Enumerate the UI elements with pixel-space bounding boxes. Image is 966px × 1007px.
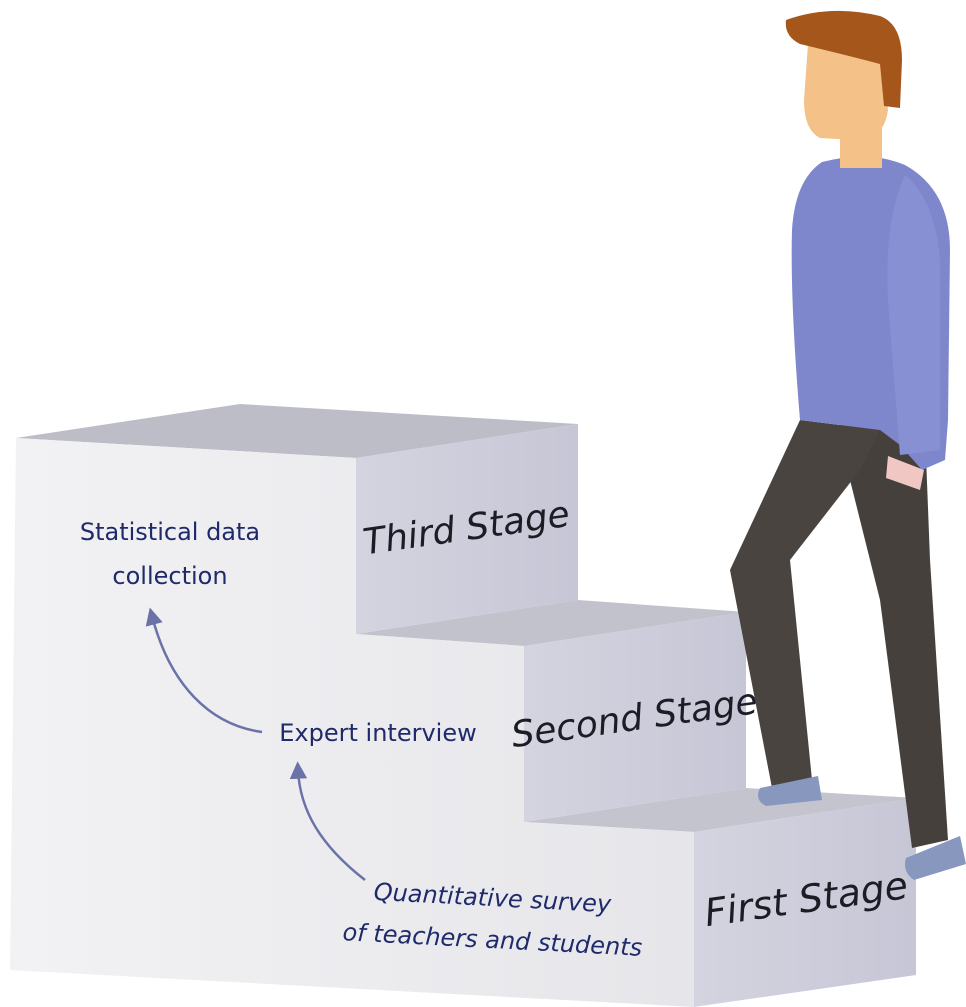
arm [887,175,940,455]
statistical-data-line1: Statistical data [80,518,260,546]
walking-person [730,10,966,880]
arrow-interview-to-stats [145,607,263,734]
staircase [10,404,916,1007]
back-shoe [905,836,966,880]
first-step-riser [694,798,916,1007]
statistical-data-line2: collection [112,562,227,590]
arrow-survey-to-interview [289,761,366,881]
front-shoe [758,776,822,806]
back-leg [840,420,948,848]
front-leg [730,420,880,788]
expert-interview-text: Expert interview [279,719,476,747]
head [804,38,888,140]
third-step-riser [356,424,578,634]
third-step-top [16,404,578,458]
second-step-riser [524,612,746,822]
second-step-top [356,600,746,646]
hair [785,10,902,109]
hand [886,456,924,490]
staircase-front [10,438,694,1007]
